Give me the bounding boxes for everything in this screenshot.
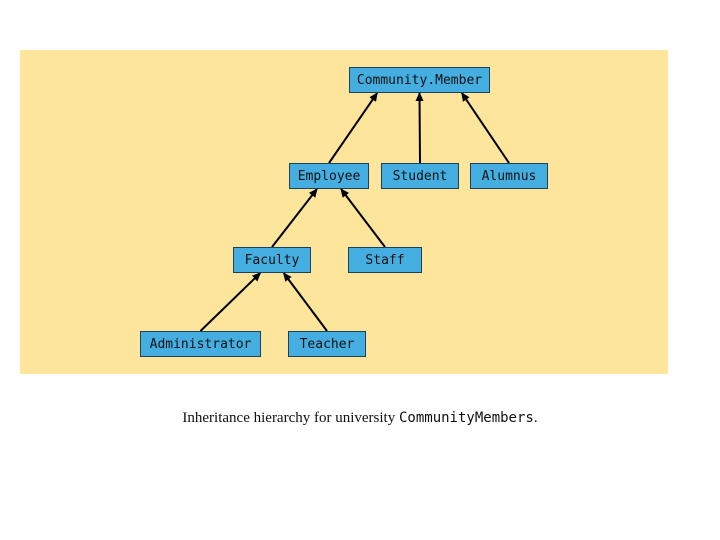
- caption-code: CommunityMembers: [398, 410, 534, 426]
- arrow-employee-to-community_member: [328, 92, 379, 164]
- arrow-teacher-to-faculty: [282, 272, 328, 332]
- employee-node: Employee: [289, 163, 369, 189]
- administrator-node: Administrator: [140, 331, 261, 357]
- staff-node: Staff: [348, 247, 422, 273]
- caption-suffix: .: [533, 410, 538, 426]
- caption-text: Inheritance hierarchy for university: [182, 410, 399, 426]
- student-node: Student: [381, 163, 459, 189]
- hierarchy-diagram: Community.Member Employee Student Alumnu…: [20, 50, 668, 374]
- arrow-alumnus-to-community_member: [460, 92, 510, 164]
- inheritance-arrows: [199, 92, 510, 332]
- alumnus-node: Alumnus: [470, 163, 548, 189]
- arrow-administrator-to-faculty: [199, 272, 262, 332]
- figure-caption: Inheritance hierarchy for university Com…: [0, 410, 720, 427]
- arrow-staff-to-employee: [340, 188, 386, 248]
- community-member-node: Community.Member: [349, 67, 490, 93]
- arrow-student-to-community_member: [415, 92, 424, 164]
- teacher-node: Teacher: [288, 331, 366, 357]
- faculty-node: Faculty: [233, 247, 311, 273]
- arrow-faculty-to-employee: [271, 188, 318, 248]
